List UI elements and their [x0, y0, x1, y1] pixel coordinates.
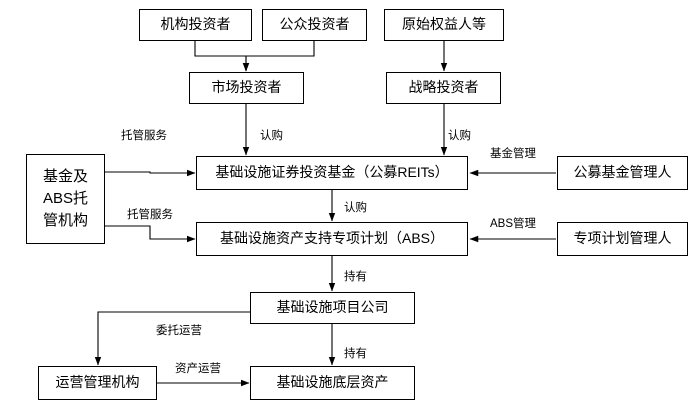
node-special-plan-manager[interactable]: 专项计划管理人: [557, 222, 688, 256]
edge-label-text: 资产运营: [175, 363, 221, 375]
node-public-reits-fund[interactable]: 基础设施证券投资基金（公募REITs）: [196, 156, 468, 190]
edge-label-text: 托管服务: [121, 130, 167, 142]
node-label: 专项计划管理人: [573, 230, 672, 247]
node-underlying-asset[interactable]: 基础设施底层资产: [250, 366, 415, 400]
edge-label-text: 认购: [260, 130, 283, 142]
edge-label-hold-lower: 持有: [343, 345, 368, 361]
node-label: 基础设施底层资产: [276, 374, 389, 391]
edge-label-fund-management: 基金管理: [489, 145, 537, 161]
node-label: 运营管理机构: [55, 374, 140, 391]
node-label: 基础设施证券投资基金（公募REITs）: [215, 164, 449, 181]
node-project-company[interactable]: 基础设施项目公司: [250, 292, 415, 324]
edge-label-text: 持有: [344, 348, 367, 360]
edge-label-text: ABS管理: [490, 218, 537, 230]
link-custodian-to-abs: [105, 225, 196, 243]
node-label: 战略投资者: [408, 79, 479, 96]
edge-label-text: 认购: [344, 202, 367, 214]
edge-label-text: 认购: [448, 130, 471, 142]
node-operation-management-org[interactable]: 运营管理机构: [38, 366, 157, 400]
node-original-equity-holder[interactable]: 原始权益人等: [384, 9, 504, 41]
node-public-investor[interactable]: 公众投资者: [262, 9, 367, 41]
edge-label-subscribe-strategic: 认购: [447, 127, 472, 143]
node-strategic-investor[interactable]: 战略投资者: [386, 72, 501, 104]
node-label: 市场投资者: [211, 79, 282, 96]
node-label: 公众投资者: [279, 16, 350, 33]
node-label: 原始权益人等: [402, 16, 486, 33]
edge-label-text: 委托运营: [156, 325, 202, 337]
node-label: 机构投资者: [160, 16, 231, 33]
edge-label-custody-service-bottom: 托管服务: [126, 206, 174, 222]
node-abs-plan[interactable]: 基础设施资产支持专项计划（ABS）: [196, 222, 468, 256]
link-custodian-to-reits: [105, 169, 196, 177]
edge-label-text: 持有: [344, 271, 367, 283]
node-public-fund-manager[interactable]: 公募基金管理人: [557, 156, 688, 190]
link-project-to-operation: [94, 311, 250, 366]
edge-label-custody-service-top: 托管服务: [120, 127, 168, 143]
edge-label-subscribe-abs: 认购: [343, 199, 368, 215]
node-institutional-investor[interactable]: 机构投资者: [139, 9, 252, 41]
edge-label-text: 托管服务: [127, 209, 173, 221]
link-inst-to-market: [194, 41, 250, 72]
link-public-to-market: [242, 41, 315, 72]
edge-label-hold-upper: 持有: [343, 268, 368, 284]
node-label: 基金及 ABS托 管机构: [42, 168, 88, 229]
node-label: 基础设施项目公司: [276, 299, 389, 316]
edge-label-subscribe-market: 认购: [259, 127, 284, 143]
node-label: 基础设施资产支持专项计划（ABS）: [219, 230, 444, 247]
edge-label-abs-management: ABS管理: [489, 215, 538, 231]
node-fund-and-abs-custodian[interactable]: 基金及 ABS托 管机构: [26, 154, 105, 244]
node-market-investor[interactable]: 市场投资者: [189, 72, 304, 104]
edge-label-text: 基金管理: [490, 148, 536, 160]
edge-label-asset-operation: 资产运营: [174, 360, 222, 376]
edge-label-entrusted-operation: 委托运营: [155, 322, 203, 338]
node-label: 公募基金管理人: [573, 164, 672, 181]
